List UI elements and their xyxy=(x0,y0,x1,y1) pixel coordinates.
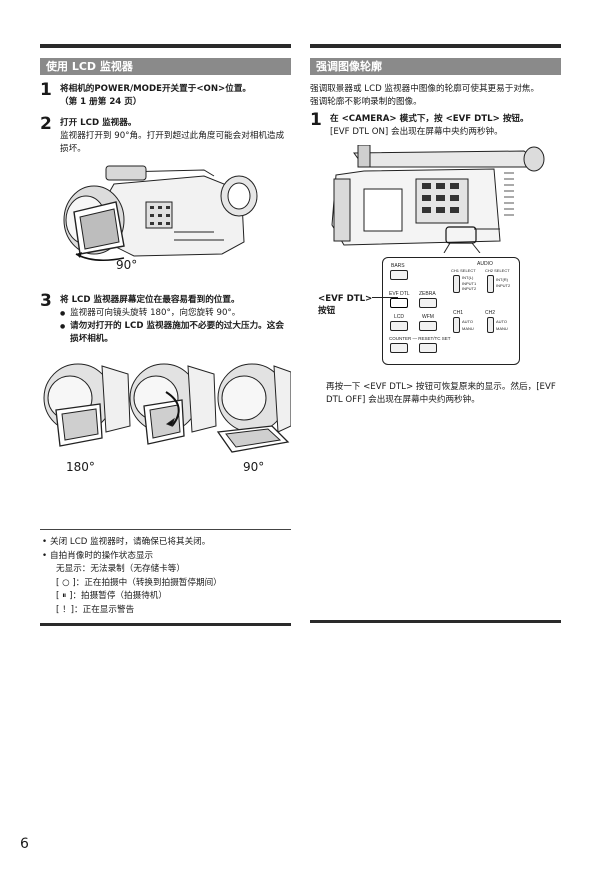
option-auto: AUTO xyxy=(462,319,474,324)
counter-label: COUNTER xyxy=(389,336,412,341)
rotation-illustration xyxy=(43,363,291,453)
step-3-bullet-rotation: 监视器可向镜头旋转 180°，向您旋转 90°。 xyxy=(60,307,291,320)
step-number: 2 xyxy=(40,114,52,134)
reset-label: RESET/TC SET xyxy=(418,336,451,341)
right-column: 强调图像轮廓 强调取景器或 LCD 监视器中图像的轮廓可使其更易于对焦。 强调轮… xyxy=(310,44,561,407)
wfm-button[interactable] xyxy=(419,321,437,331)
notes-box: 关闭 LCD 监视器时，请确保已将其关闭。 自拍肖像时的操作状态显示 无显示：无… xyxy=(40,529,291,626)
lcd-button[interactable] xyxy=(390,321,408,331)
option-input1: INPUT1 xyxy=(462,280,477,286)
left-column: 使用 LCD 监视器 1 将相机的POWER/MODE开关置于<ON>位置。 （… xyxy=(40,44,291,480)
step-1: 1 在 <CAMERA> 模式下，按 <EVF DTL> 按钮。 [EVF DT… xyxy=(310,110,561,139)
step-3: 3 将 LCD 监视器屏幕定位在最容易看到的位置。 监视器可向镜头旋转 180°… xyxy=(40,291,291,346)
ch1-select-options: INT(L) INPUT1 INPUT2 xyxy=(462,275,476,292)
ch1-select-label: CH1 SELECT xyxy=(451,268,476,273)
step-1-body: [EVF DTL ON] 会出现在屏幕中央约两秒钟。 xyxy=(330,127,503,137)
camera-illustration xyxy=(63,165,258,262)
page-number: 6 xyxy=(20,836,29,852)
ch2-auto-switch[interactable] xyxy=(487,317,494,333)
option-int-r: INT(R) xyxy=(496,277,508,282)
step-2-body: 监视器打开到 90°角。打开到超过此角度可能会对相机造成损坏。 xyxy=(60,131,285,154)
ch2-label: CH2 xyxy=(485,310,496,316)
step-3-bullet-warning: 请勿对打开的 LCD 监视器施加不必要的过大压力。这会损坏相机。 xyxy=(60,320,291,346)
intro-paragraph: 强调取景器或 LCD 监视器中图像的轮廓可使其更易于对焦。 xyxy=(310,84,540,94)
note-sub-item: [ ⏸ ]：拍摄暂停（拍摄待机） xyxy=(56,591,167,601)
ch1-select-switch[interactable] xyxy=(453,275,460,293)
evf-dtl-button[interactable] xyxy=(390,298,408,308)
evf-dtl-callout: <EVF DTL> 按钮 xyxy=(318,293,372,317)
intro-paragraph-2: 强调轮廓不影响录制的图像。 xyxy=(310,97,422,107)
counter-button[interactable] xyxy=(390,343,408,353)
section-title-lcd: 使用 LCD 监视器 xyxy=(40,58,291,75)
option-input2-r: INPUT2 xyxy=(496,282,511,288)
camera-side-illustration xyxy=(331,145,545,253)
ch2-select-switch[interactable] xyxy=(487,275,494,293)
callout-label-2: 按钮 xyxy=(318,306,336,316)
ch2-select-label: CH2 SELECT xyxy=(485,268,510,273)
step-number: 1 xyxy=(40,80,52,100)
angle-label-90-right: 90° xyxy=(243,460,265,474)
ch1-options: AUTO MANU xyxy=(462,318,474,332)
panel-180 xyxy=(43,363,131,447)
ch2-select-options: INT(R) INPUT2 xyxy=(496,277,510,288)
audio-label: AUDIO xyxy=(477,261,493,267)
step-1-heading: 在 <CAMERA> 模式下，按 <EVF DTL> 按钮。 xyxy=(330,114,529,124)
panel-middle xyxy=(129,363,217,445)
control-panel: BARS AUDIO CH1 SELECT CH2 SELECT INT(L) … xyxy=(382,257,520,365)
note-sub-item: [ ！]：正在显示警告 xyxy=(56,604,135,615)
bars-button[interactable] xyxy=(390,270,408,280)
camera-side-figure xyxy=(324,145,548,253)
step-1-text: 将相机的POWER/MODE开关置于<ON>位置。 xyxy=(60,84,252,94)
option-input2: INPUT2 xyxy=(462,286,477,291)
note-sub-item: [ ○ ]：正在拍摄中（转换到拍摄暂停期间） xyxy=(56,577,222,588)
camera-lcd-open-figure: 90° xyxy=(54,162,264,274)
section-rule xyxy=(40,44,291,48)
option-int-l: INT(L) xyxy=(462,275,474,280)
step-3-heading: 将 LCD 监视器屏幕定位在最容易看到的位置。 xyxy=(60,295,240,305)
lcd-label: LCD xyxy=(394,314,405,320)
outro-paragraph: 再按一下 <EVF DTL> 按钮可恢复原来的显示。然后，[EVF DTL OF… xyxy=(326,382,556,405)
note-sub-item: 无显示：无法录制（无存储卡等） xyxy=(56,564,185,574)
section-title-contour: 强调图像轮廓 xyxy=(310,58,561,75)
option-manu: MANU xyxy=(462,326,474,331)
reset-button[interactable] xyxy=(419,343,437,353)
bars-label: BARS xyxy=(391,263,405,269)
step-2: 2 打开 LCD 监视器。 监视器打开到 90°角。打开到超过此角度可能会对相机… xyxy=(40,114,291,156)
ch2-options: AUTO MANU xyxy=(496,318,508,332)
control-panel-figure: <EVF DTL> 按钮 BARS AUDIO CH1 SELECT CH2 S… xyxy=(310,255,561,367)
ch1-auto-switch[interactable] xyxy=(453,317,460,333)
option-auto-2: AUTO xyxy=(496,319,508,324)
angle-label-90: 90° xyxy=(116,258,138,272)
counter-row: COUNTER — RESET/TC SET xyxy=(389,336,451,341)
angle-label-180: 180° xyxy=(66,460,95,474)
panel-90 xyxy=(216,363,291,453)
callout-label: <EVF DTL> xyxy=(318,294,373,304)
note-item: 关闭 LCD 监视器时，请确保已将其关闭。 xyxy=(40,536,291,550)
right-column-end-rule xyxy=(310,620,561,623)
zebra-button[interactable] xyxy=(419,298,437,308)
ch1-label: CH1 xyxy=(453,310,464,316)
step-number: 1 xyxy=(310,110,322,130)
wfm-label: WFM xyxy=(422,314,434,320)
step-1: 1 将相机的POWER/MODE开关置于<ON>位置。 （第 1 册第 24 页… xyxy=(40,80,291,109)
callout-leader-line xyxy=(372,297,398,298)
option-manu-2: MANU xyxy=(496,326,508,331)
section-rule xyxy=(310,44,561,48)
step-2-heading: 打开 LCD 监视器。 xyxy=(60,118,137,128)
evf-dtl-label: EVF DTL xyxy=(389,291,410,297)
step-1-ref: （第 1 册第 24 页） xyxy=(60,97,142,107)
step-number: 3 xyxy=(40,291,52,311)
counter-dash: — xyxy=(411,336,419,341)
zebra-label: ZEBRA xyxy=(419,291,436,297)
lcd-rotation-figure: 180° 90° xyxy=(40,356,291,480)
note-item: 自拍肖像时的操作状态显示 xyxy=(40,550,291,564)
